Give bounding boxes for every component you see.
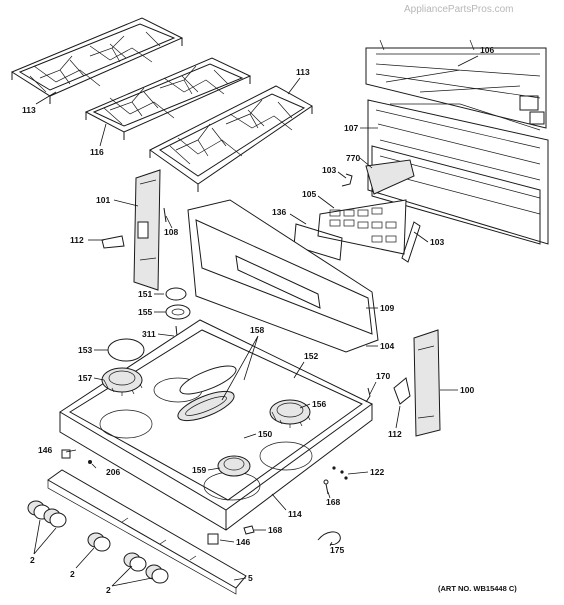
callout-158: 158 [250,325,265,335]
callout-101: 101 [96,195,111,205]
callout-136: 136 [272,207,287,217]
callout-106: 106 [480,45,495,55]
callout-159: 159 [192,465,207,475]
bracket-112-right[interactable] [393,377,411,405]
screw-168-bottom[interactable] [243,525,255,535]
screw-168-right[interactable] [323,479,329,495]
knob-3[interactable] [87,532,111,552]
control-bracket-770[interactable] [365,159,415,195]
control-panel-backguard[interactable] [187,199,379,353]
callout-153: 153 [78,345,93,355]
callout-2: 2 [106,585,111,595]
callout-100: 100 [460,385,475,395]
wire-175[interactable] [317,531,341,545]
callout-2: 2 [70,569,75,579]
callout-151: 151 [138,289,153,299]
rear-panel[interactable] [367,99,549,245]
watermark: AppliancePartsPros.com [404,4,514,15]
callout-112: 112 [70,235,84,245]
callout-168: 168 [326,497,341,507]
oval-cap-158[interactable] [177,360,239,399]
screw-108[interactable] [163,207,167,223]
callout-113: 113 [296,67,310,77]
leader-lines [33,55,479,587]
callout-146: 146 [38,445,53,455]
callout-146: 146 [236,537,251,547]
clip-146-right[interactable] [207,533,219,545]
screw-206[interactable] [88,460,92,464]
cap-151[interactable] [165,287,187,301]
knob-2[interactable] [43,508,67,528]
callout-2: 2 [30,555,35,565]
callout-175: 175 [330,545,345,555]
clip-146-left[interactable] [61,449,71,459]
spring-170[interactable] [365,387,371,403]
callout-150: 150 [258,429,273,439]
knob-5[interactable] [145,564,169,584]
callout-770: 770 [346,153,361,163]
callout-107: 107 [344,123,359,133]
manifold-panel-5[interactable] [47,469,247,595]
callout-114: 114 [288,509,302,519]
callout-155: 155 [138,307,153,317]
grate-right[interactable] [149,85,313,192]
knob-4[interactable] [123,552,147,572]
grate-center[interactable] [84,57,252,140]
callout-103: 103 [430,237,445,247]
rear-vent-trim[interactable] [365,39,547,129]
cap-153[interactable] [107,338,145,362]
control-board-105[interactable] [317,199,407,255]
callout-108: 108 [164,227,179,237]
callout-170: 170 [376,371,391,381]
grate-left[interactable] [10,17,184,104]
callout-157: 157 [78,373,93,383]
bracket-112-left[interactable] [101,235,125,249]
callout-109: 109 [380,303,395,313]
callout-311: 311 [142,329,156,339]
callout-156: 156 [312,399,327,409]
screws-122[interactable] [332,466,348,480]
callout-168: 168 [268,525,283,535]
callout-206: 206 [106,467,121,477]
clip-103-side[interactable] [401,221,421,263]
callout-5: 5 [248,573,253,583]
callout-116: 116 [90,147,104,157]
callout-104: 104 [380,341,395,351]
side-panel-right-100[interactable] [413,329,441,437]
overlay-136[interactable] [293,223,343,261]
art-number: (ART NO. WB15448 C) [438,584,517,593]
side-panel-left-101[interactable] [133,169,161,291]
burner-head-159[interactable] [217,455,251,477]
callout-112: 112 [388,429,402,439]
callout-152: 152 [304,351,319,361]
callout-113: 113 [22,105,36,115]
oval-burner-158[interactable] [174,385,237,426]
callout-105: 105 [302,189,317,199]
callout-122: 122 [370,467,385,477]
burner-head-156[interactable] [269,399,311,428]
cooktop-main-top[interactable] [59,319,373,531]
burner-head-155[interactable] [165,304,191,320]
callout-103: 103 [322,165,337,175]
clip-103-top[interactable] [341,173,353,187]
